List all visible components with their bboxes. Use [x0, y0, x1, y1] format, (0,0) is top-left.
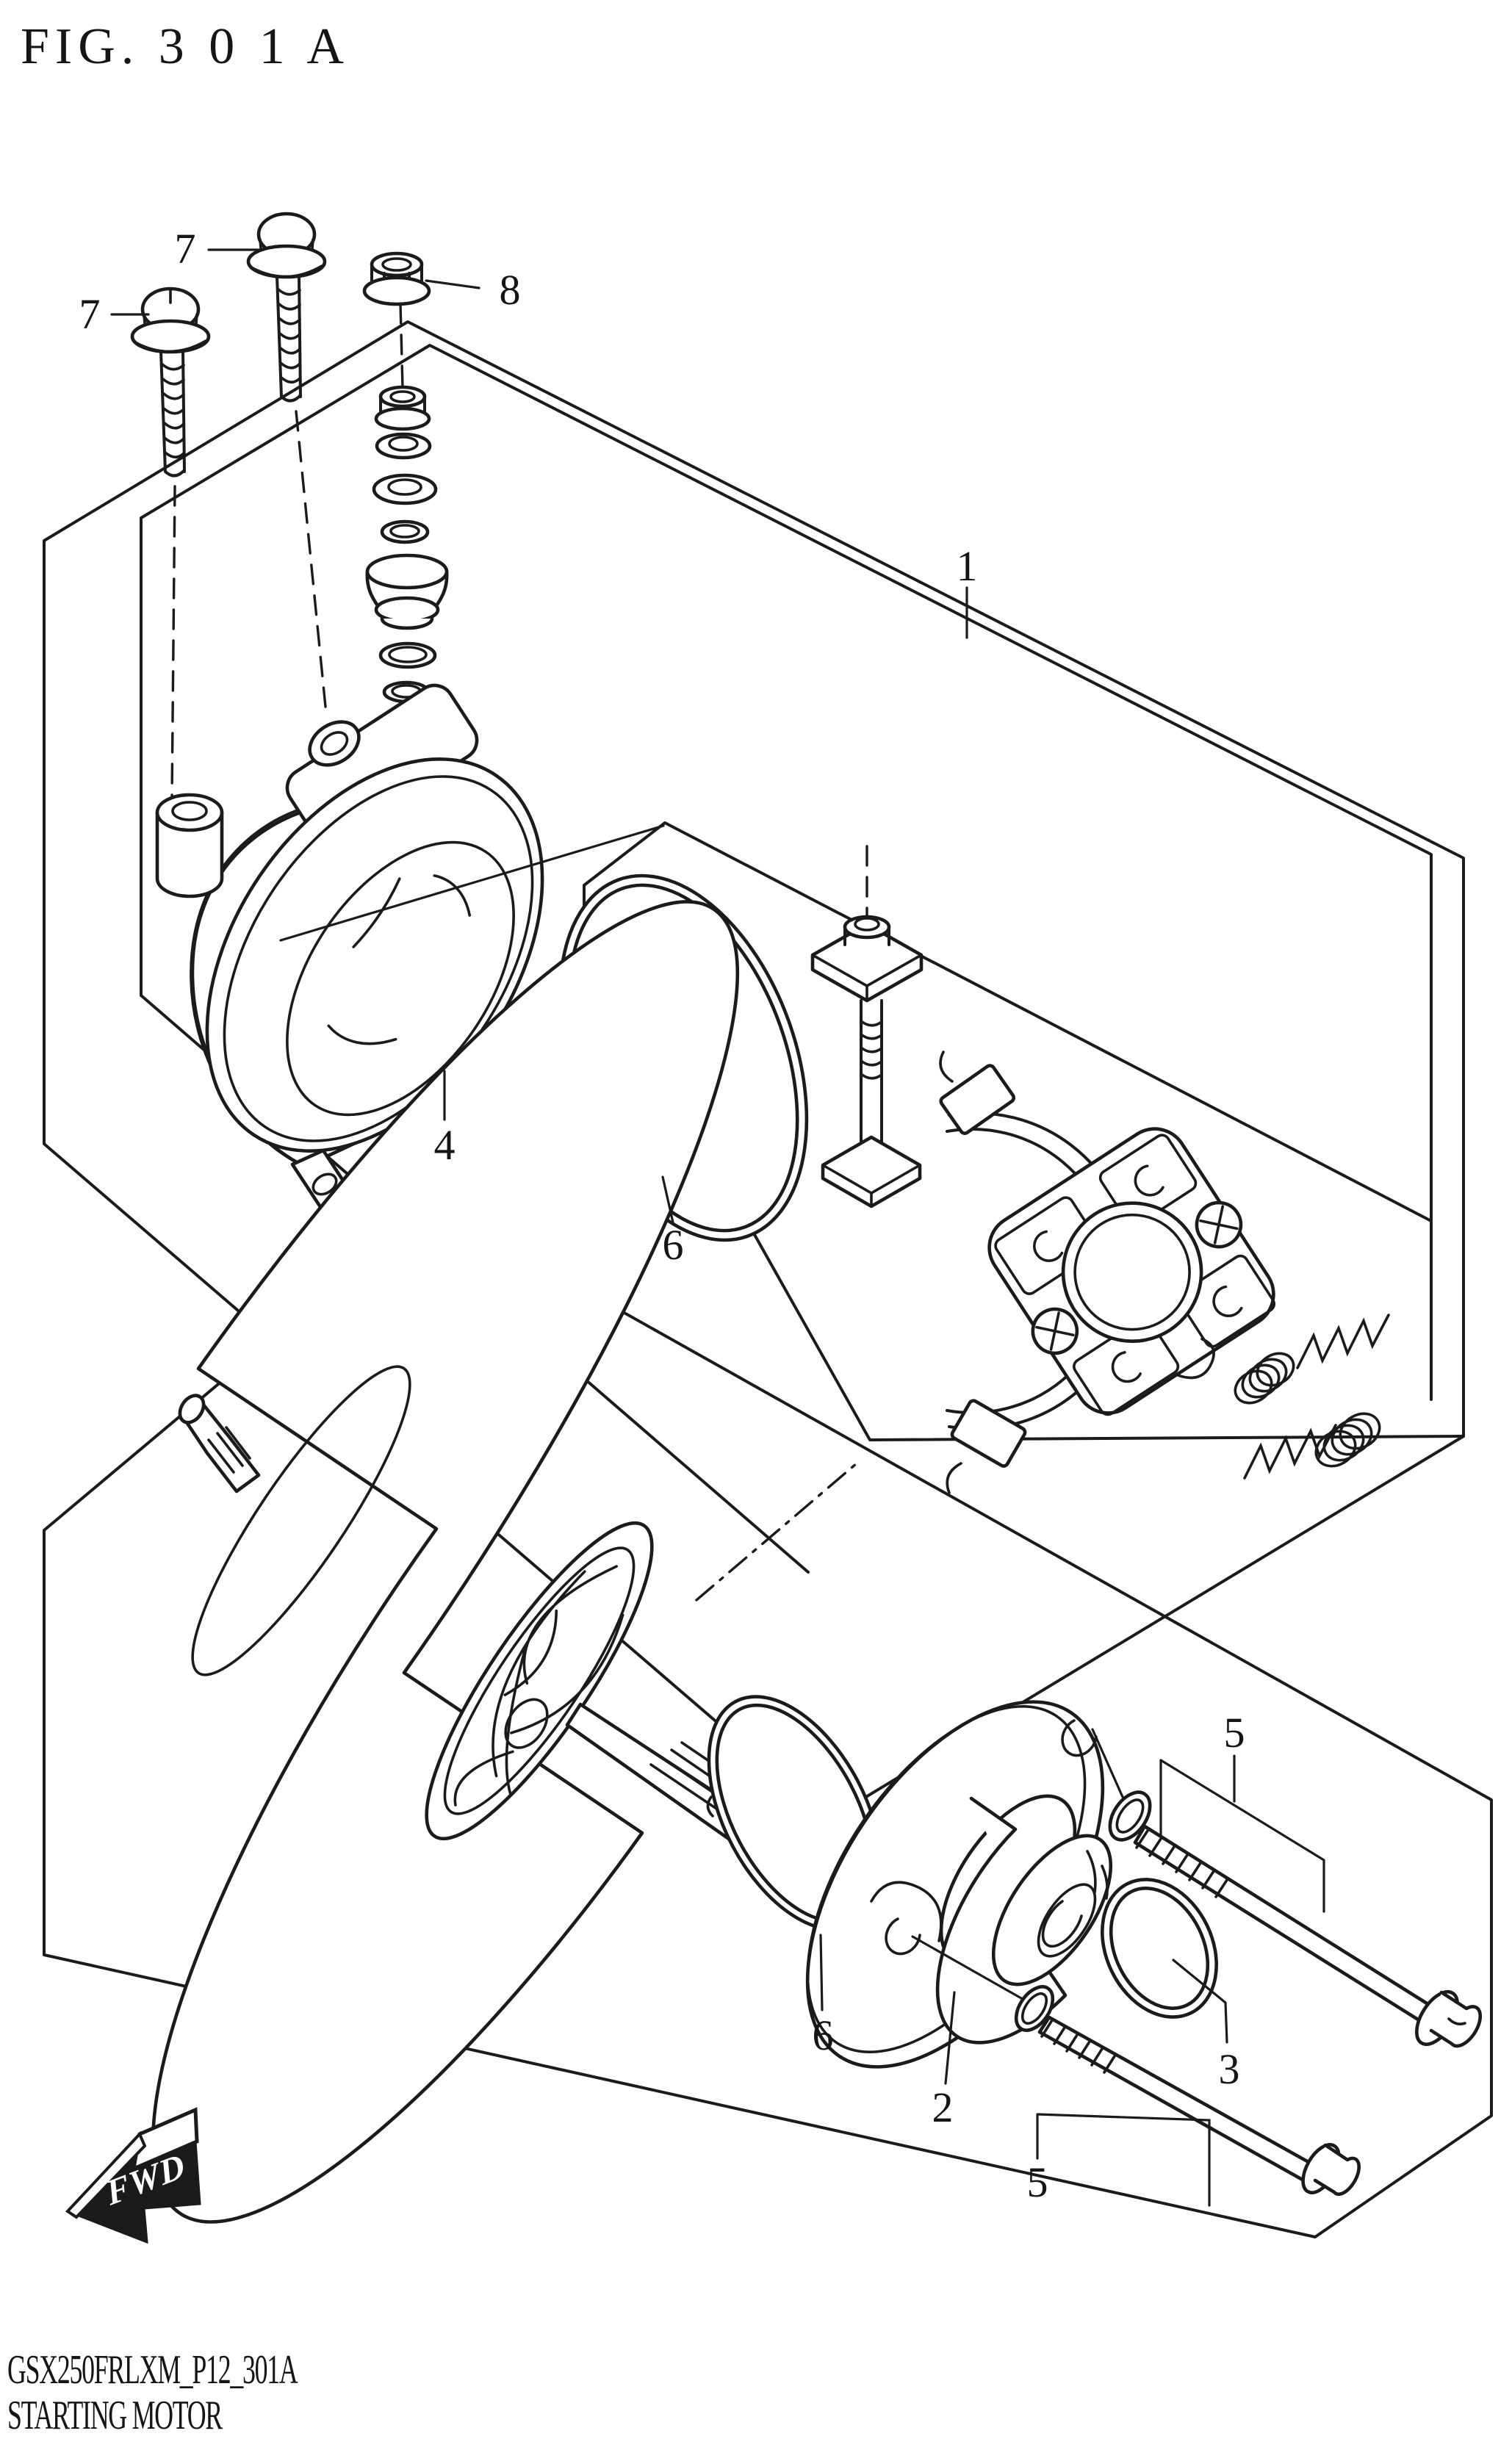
footer-name-wrap: STARTING MOTOR — [7, 2393, 224, 2438]
leader-3 — [1172, 1959, 1228, 2044]
callout-5-top: 5 — [1224, 1709, 1245, 1757]
terminal-nut-8 — [362, 251, 431, 306]
callout-5-bottom: 5 — [1027, 2158, 1048, 2206]
bracket-5a — [1159, 1754, 1325, 1913]
bracket-5b — [1036, 2113, 1211, 2207]
callout-6-upper: 6 — [663, 1221, 684, 1269]
footer-code-wrap: GSX250FRLXM_P12_301A — [7, 2347, 299, 2393]
footer-name: STARTING MOTOR — [7, 2393, 223, 2438]
through-bolt-5b — [1037, 2015, 1361, 2197]
armature-axis-line — [695, 1462, 858, 1602]
end-cover-2 — [805, 1700, 1113, 2069]
callout-3: 3 — [1219, 2045, 1240, 2093]
brush-lead-assembly — [939, 1051, 1135, 1494]
end-cover-ear-upper — [1061, 1719, 1098, 1757]
terminal-stud — [860, 999, 883, 1145]
mounting-bolt-7b — [246, 212, 327, 403]
yoke-magnets — [327, 874, 472, 1045]
callout-7-left: 7 — [79, 290, 101, 338]
o-ring-small-a — [1108, 1790, 1152, 1842]
terminal-grommet — [365, 553, 449, 630]
coil-spring-2 — [1243, 1424, 1337, 1480]
lower-sheet-outline — [43, 1203, 1493, 2238]
footer-code: GSX250FRLXM_P12_301A — [7, 2347, 298, 2393]
coil-spring-4 — [1314, 1412, 1381, 1468]
callout-7-top: 7 — [175, 225, 196, 273]
callout-6-lower: 6 — [813, 2011, 834, 2059]
brush-lower — [950, 1399, 1027, 1468]
coil-spring-1 — [1296, 1314, 1390, 1369]
bolt7b-centerline — [295, 410, 328, 716]
armature-body — [151, 900, 739, 2224]
o-ring-small-b — [1014, 1985, 1055, 2032]
brush-upper — [939, 1064, 1016, 1135]
armature — [151, 900, 766, 2224]
brush-holder-screw-right — [1195, 1200, 1243, 1249]
bolt5a-pilot-line — [1091, 1728, 1124, 1798]
commutator-windings — [453, 1565, 624, 1806]
callout-8: 8 — [500, 266, 521, 314]
through-bolt-5a — [1133, 1824, 1483, 2048]
nut8-centerline — [399, 303, 404, 389]
fwd-arrow-edge-highlight — [65, 2131, 147, 2219]
leader-6b — [819, 1934, 824, 2011]
callout-4: 4 — [434, 1121, 456, 1169]
brush-springs — [1234, 1314, 1390, 1480]
bolt5b-pilot-line — [911, 1935, 1023, 2000]
coil-spring-3 — [1234, 1352, 1295, 1405]
callout-leaders — [110, 248, 1325, 2207]
yoke-mount-lug — [155, 793, 224, 898]
leader-2 — [944, 1991, 956, 2085]
yoke-bore — [286, 840, 515, 1117]
callout-numbers: 7 7 8 1 4 6 6 2 3 5 5 — [79, 225, 1245, 2206]
brush-holder-screw-left — [1031, 1307, 1079, 1355]
brush-holder-plate — [987, 1127, 1275, 1416]
callout-1: 1 — [957, 542, 978, 590]
armature-front-shaft — [178, 1394, 261, 1494]
flat-washer — [372, 473, 438, 505]
o-ring-3 — [1101, 1878, 1218, 2019]
leader-8 — [425, 279, 480, 289]
bolt7a-centerline — [170, 485, 176, 799]
fwd-arrow: FWD — [65, 2107, 201, 2244]
upper-sheet-inner-border — [140, 344, 1433, 1401]
callout-2: 2 — [932, 2083, 954, 2131]
terminal-bolt-assembly — [810, 915, 924, 1208]
through-bolt-group — [1014, 1790, 1483, 2197]
terminal-washer-stack — [365, 385, 449, 704]
mounting-bolt-7a — [130, 287, 211, 478]
yoke-axis-line — [279, 824, 665, 942]
leader-6a — [661, 1175, 674, 1224]
figure-title: FIG. 3 0 1 A — [21, 18, 350, 75]
